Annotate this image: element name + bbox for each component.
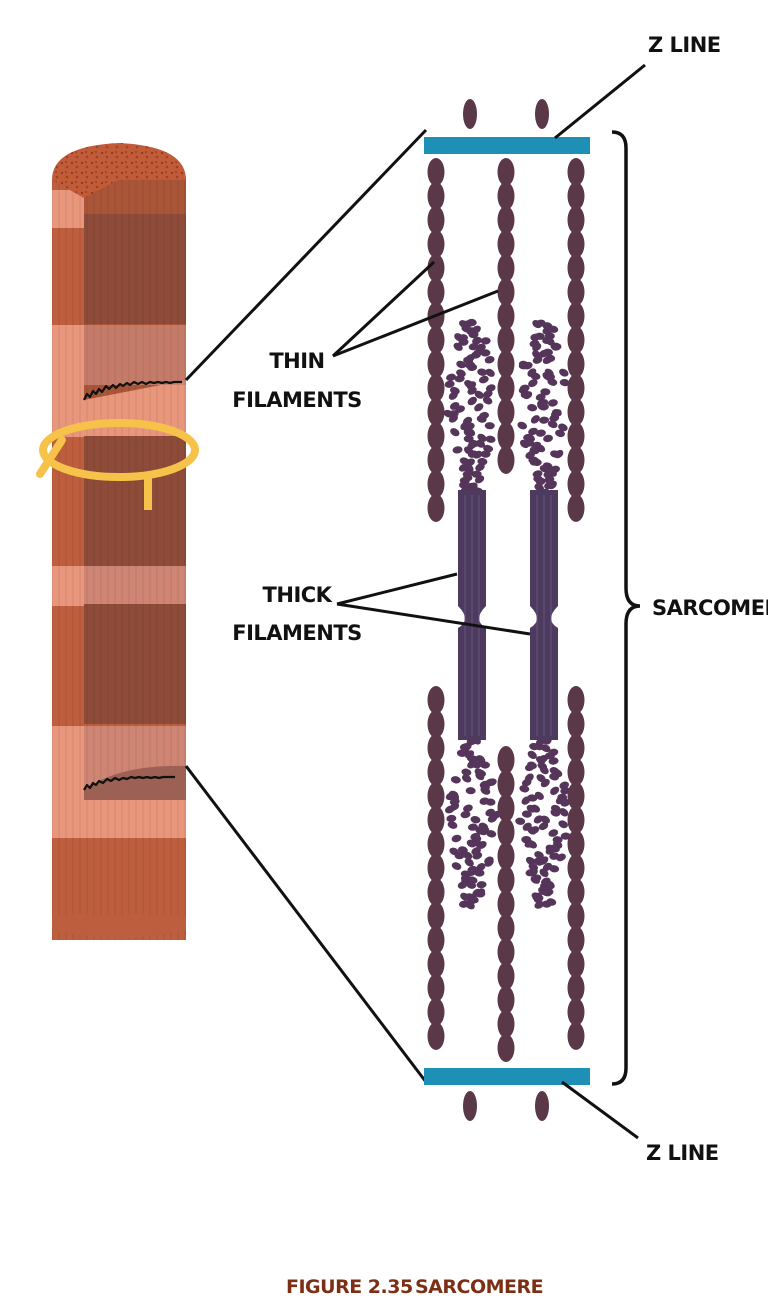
z-line-bottom-label: Z LINE [646,1141,719,1165]
thick-filaments-label-line2: FILAMENTS [232,621,362,645]
sarcomere-brace [611,130,641,1086]
thin-filaments-label-line1: THIN [269,349,324,373]
z-line-bottom-bar [424,1068,590,1085]
thin-filaments [427,99,585,1121]
z-line-top-bar [424,137,590,154]
leader-lines [331,63,646,1140]
muscle-fiber [52,143,186,940]
thick-filaments [458,490,558,740]
lower-cut-edge [83,775,175,791]
zoom-line-bottom [184,765,428,1083]
sarcomere-label: SARCOMERE [652,596,768,620]
thick-filaments-label-line1: THICK [263,583,333,607]
upper-cut-edge [83,380,182,401]
thin-filaments-label-line2: FILAMENTS [232,388,362,412]
myosin-heads [443,318,571,910]
nerve-ending [36,419,199,510]
figure-number: FIGURE 2.35 [286,1276,413,1298]
figure-title: SARCOMERE [415,1276,543,1298]
z-line-top-label: Z LINE [648,33,721,57]
zoom-line-top [184,128,428,382]
